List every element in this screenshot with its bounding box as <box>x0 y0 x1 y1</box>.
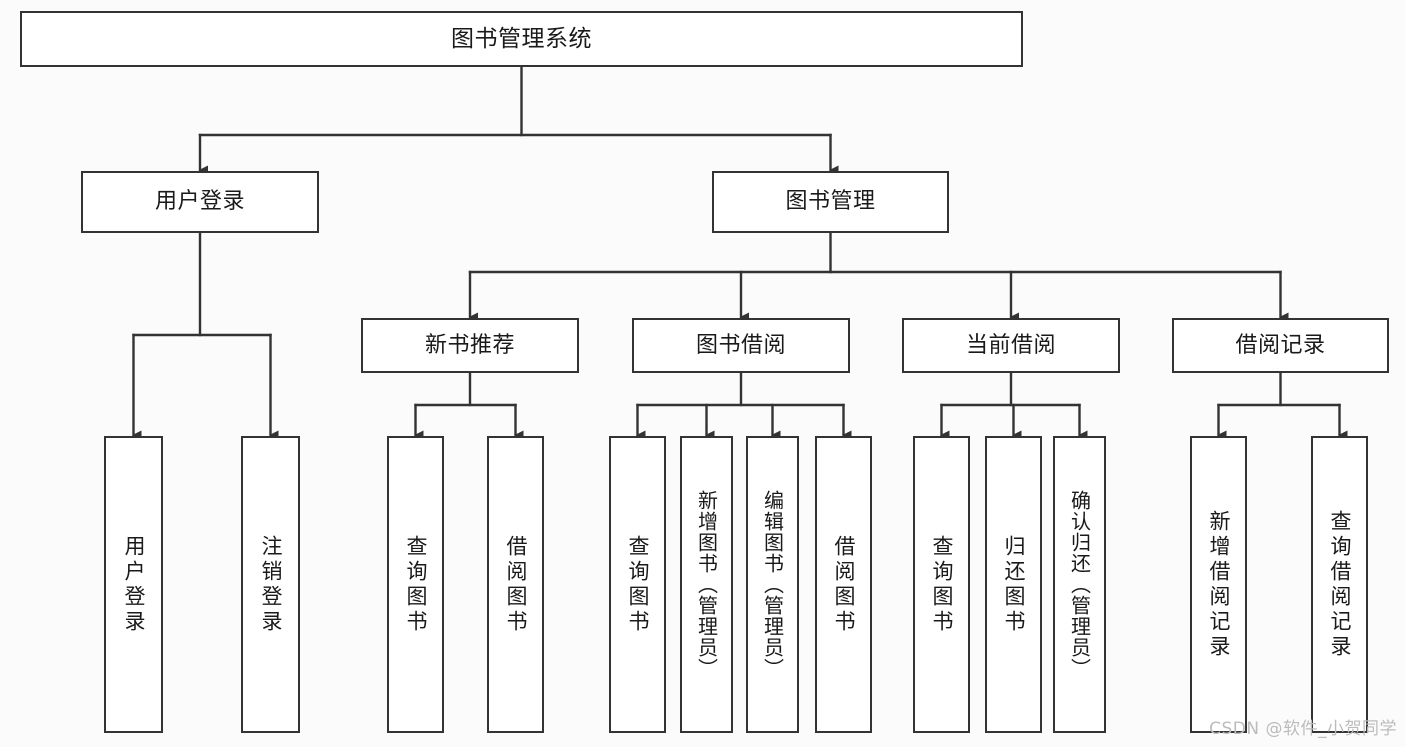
node-label: 用户登录 <box>154 189 245 215</box>
node-leaf-borrow-book-2[interactable]: 借阅图书 <box>815 436 872 733</box>
node-leaf-query-book-3[interactable]: 查询图书 <box>913 436 970 733</box>
node-label: 确认归还（管理员） <box>1067 490 1092 679</box>
node-new-book-rec[interactable]: 新书推荐 <box>361 318 579 373</box>
node-leaf-user-login[interactable]: 用户登录 <box>104 436 163 733</box>
node-leaf-query-book-1[interactable]: 查询图书 <box>387 436 444 733</box>
connector-layer <box>132 65 1348 440</box>
node-label: 图书借阅 <box>695 332 786 358</box>
node-leaf-borrow-book-1[interactable]: 借阅图书 <box>487 436 544 733</box>
node-label: 借阅记录 <box>1235 332 1326 358</box>
node-label: 编辑图书（管理员） <box>760 490 785 679</box>
node-label: 查询图书 <box>404 534 428 635</box>
node-leaf-logout[interactable]: 注销登录 <box>241 436 300 733</box>
node-label: 新增图书（管理员） <box>694 490 719 679</box>
node-leaf-confirm-return[interactable]: 确认归还（管理员） <box>1053 436 1106 733</box>
node-label: 查询图书 <box>626 534 650 635</box>
node-leaf-add-book[interactable]: 新增图书（管理员） <box>680 436 733 733</box>
node-current-borrow[interactable]: 当前借阅 <box>902 318 1120 373</box>
node-label: 注销登录 <box>259 534 283 635</box>
node-leaf-query-record[interactable]: 查询借阅记录 <box>1311 436 1368 733</box>
node-book-manage[interactable]: 图书管理 <box>712 171 949 233</box>
node-leaf-query-book-2[interactable]: 查询图书 <box>609 436 666 733</box>
node-label: 新书推荐 <box>424 332 515 358</box>
node-label: 新增借阅记录 <box>1207 509 1231 660</box>
node-leaf-return-book[interactable]: 归还图书 <box>985 436 1042 733</box>
node-label: 借阅图书 <box>504 534 528 635</box>
node-label: 查询借阅记录 <box>1328 509 1352 660</box>
node-root[interactable]: 图书管理系统 <box>20 11 1023 67</box>
node-leaf-edit-book[interactable]: 编辑图书（管理员） <box>746 436 799 733</box>
node-book-borrow[interactable]: 图书借阅 <box>632 318 850 373</box>
node-user-login[interactable]: 用户登录 <box>81 171 319 233</box>
node-label: 借阅图书 <box>832 534 856 635</box>
node-label: 图书管理系统 <box>451 25 592 52</box>
node-leaf-add-record[interactable]: 新增借阅记录 <box>1190 436 1247 733</box>
node-label: 用户登录 <box>122 534 146 635</box>
node-borrow-record[interactable]: 借阅记录 <box>1172 318 1389 373</box>
node-label: 图书管理 <box>785 189 876 215</box>
node-label: 当前借阅 <box>965 332 1056 358</box>
node-label: 归还图书 <box>1002 534 1026 635</box>
node-label: 查询图书 <box>930 534 954 635</box>
